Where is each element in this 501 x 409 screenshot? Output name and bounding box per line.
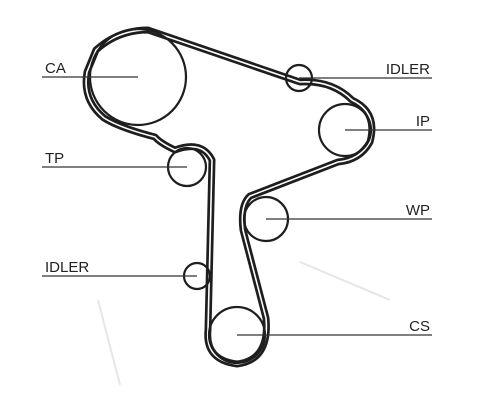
timing-belt — [82, 26, 376, 368]
label-tp: TP — [45, 150, 64, 167]
label-ip: IP — [416, 113, 430, 130]
label-cs: CS — [409, 318, 430, 335]
watermark — [97, 261, 391, 386]
label-idler-top: IDLER — [386, 61, 430, 78]
leader-lines — [42, 76, 432, 336]
label-idler-bottom: IDLER — [45, 259, 89, 276]
label-wp: WP — [406, 202, 430, 219]
label-ca: CA — [45, 60, 66, 77]
